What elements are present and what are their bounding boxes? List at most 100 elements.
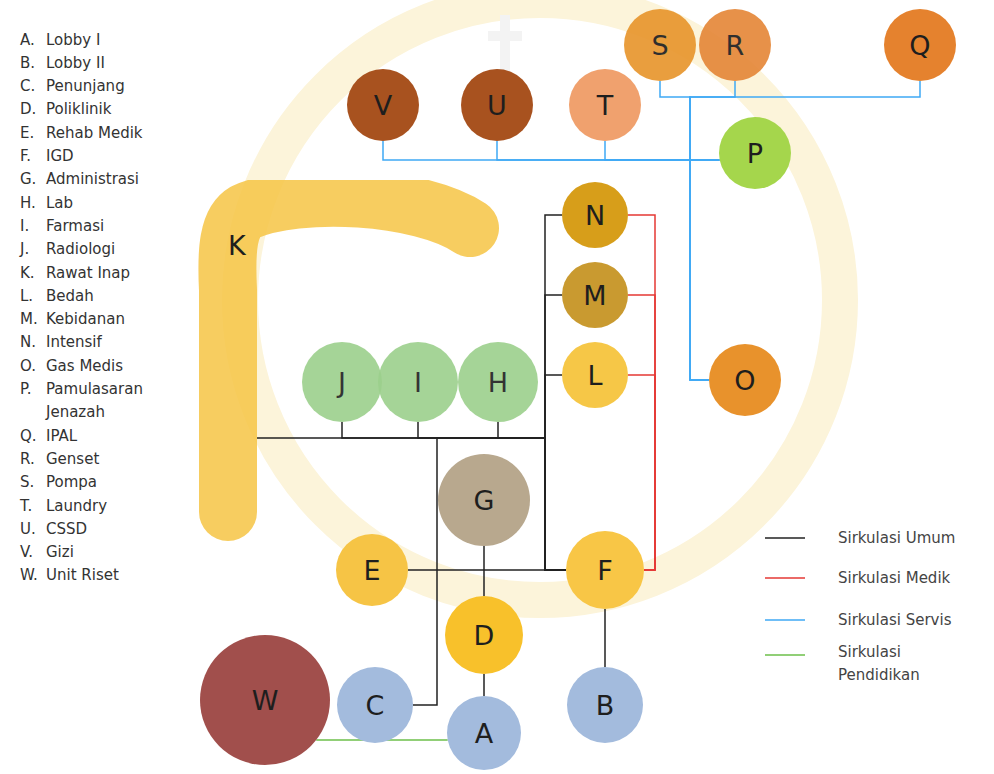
legend-letter: A.: [20, 29, 35, 52]
zone-circle: E: [336, 534, 408, 606]
zone-letter: T: [597, 92, 614, 119]
legend-letter: F.: [20, 145, 31, 168]
circulation-line: [690, 81, 735, 380]
zone-circle: D: [445, 596, 523, 674]
legend-letter: V.: [20, 541, 33, 564]
zone-circle: M: [562, 262, 628, 328]
zone-name: Penunjang: [46, 75, 125, 98]
zone-name: Farmasi: [46, 215, 104, 238]
legend-letter: J.: [20, 238, 29, 261]
circulation-line: [605, 141, 720, 160]
zone-letter: O: [734, 367, 755, 394]
legend-letter: U.: [20, 518, 36, 541]
zone-letter: Q: [909, 32, 930, 59]
zone-letter: J: [338, 369, 346, 396]
legend-line-sample: [765, 654, 805, 656]
zone-letter: G: [474, 487, 495, 514]
legend-letter: D.: [20, 98, 36, 121]
zone-name: Rawat Inap: [46, 262, 130, 285]
zone-letter: R: [726, 32, 745, 59]
zone-circle: N: [562, 182, 628, 248]
zone-circle: H: [458, 342, 538, 422]
circulation-line: [383, 141, 720, 160]
zone-letter: M: [583, 282, 606, 309]
zone-circle: A: [447, 696, 521, 770]
legend-line-sample: [765, 537, 805, 539]
zone-name: Lab: [46, 192, 73, 215]
zone-letter: A: [475, 720, 493, 747]
zone-name: Administrasi: [46, 168, 139, 191]
circulation-line: [413, 438, 566, 705]
legend-line-sample: [765, 577, 805, 579]
watermark-cross: [488, 15, 522, 75]
zone-circle: F: [566, 531, 644, 609]
zone-letter: I: [414, 369, 422, 396]
circulation-line: [628, 215, 655, 570]
zone-letter: N: [585, 202, 605, 229]
zone-name: Bedah: [46, 285, 94, 308]
zone-circle: R: [699, 9, 771, 81]
legend-letter: B.: [20, 52, 35, 75]
circulation-line: [660, 81, 709, 380]
legend-letter: C.: [20, 75, 35, 98]
zone-name: Lobby I: [46, 29, 100, 52]
zone-letter: U: [487, 92, 507, 119]
legend-letter: E.: [20, 122, 34, 145]
circulation-line: [257, 438, 566, 570]
zone-circle: V: [347, 69, 419, 141]
zone-name: Rehab Medik: [46, 122, 143, 145]
circulation-line: [604, 609, 606, 667]
zone-circle: W: [200, 635, 330, 765]
zone-letter: K: [228, 232, 246, 259]
circulation-line: [497, 141, 720, 160]
zone-letter: B: [596, 692, 615, 719]
legend-text: Sirkulasi Servis: [838, 609, 951, 632]
zone-letter: E: [363, 557, 380, 584]
zone-circle: T: [569, 69, 641, 141]
circulation-line: [483, 546, 485, 596]
zone-name: Pompa: [46, 471, 97, 494]
zone-name: IGD: [46, 145, 74, 168]
zone-name: Intensif: [46, 331, 102, 354]
legend-letter: L.: [20, 285, 33, 308]
circulation-line: [408, 569, 566, 571]
zone-letter: W: [252, 687, 279, 714]
zone-name: IPAL: [46, 425, 77, 448]
zone-name: Radiologi: [46, 238, 115, 261]
zone-name: Poliklinik: [46, 98, 111, 121]
zone-circle: Q: [884, 9, 956, 81]
zone-name: Laundry: [46, 495, 107, 518]
zone-name: Unit Riset: [46, 564, 119, 587]
legend-letter: I.: [20, 215, 29, 238]
legend-line-sample: [765, 619, 805, 621]
zone-circle: C: [337, 667, 413, 743]
zone-circle: I: [378, 342, 458, 422]
zone-circle: U: [461, 69, 533, 141]
legend-letter: T.: [20, 495, 32, 518]
zone-circle: S: [624, 9, 696, 81]
watermark-ring: [240, 0, 840, 600]
circulation-line: [628, 375, 655, 570]
zone-name: CSSD: [46, 518, 87, 541]
legend-letter: R.: [20, 448, 35, 471]
circulation-line: [628, 295, 655, 570]
zone-circle: O: [709, 344, 781, 416]
zone-circle: G: [438, 454, 530, 546]
zone-letter: H: [488, 369, 508, 396]
zone-letter: P: [747, 140, 763, 167]
band-stroke: [227, 198, 470, 512]
circulation-line: [418, 422, 566, 570]
legend-letter: K.: [20, 262, 35, 285]
zone-letter: F: [597, 557, 613, 584]
zone-circle: L: [562, 342, 628, 408]
zone-circle: B: [567, 667, 643, 743]
zone-circle: J: [302, 342, 382, 422]
circulation-line: [545, 375, 566, 570]
zone-circle: P: [719, 117, 791, 189]
zone-letter: L: [587, 362, 602, 389]
legend-text: Sirkulasi Pendidikan: [838, 641, 948, 687]
legend-letter: W.: [20, 564, 38, 587]
legend-letter: O.: [20, 355, 36, 378]
zone-name: Kebidanan: [46, 308, 125, 331]
